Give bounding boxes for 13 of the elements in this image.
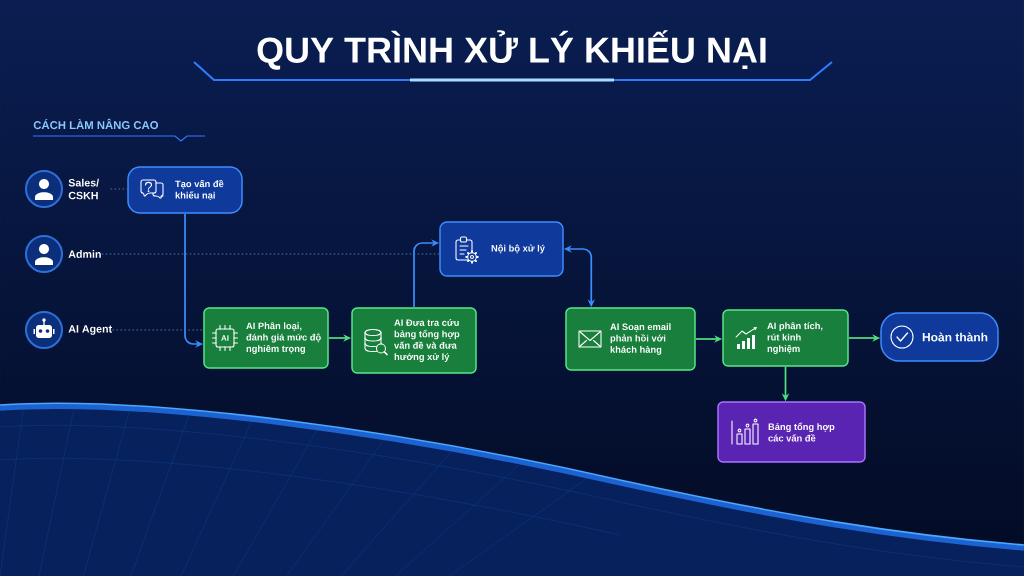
actor-label: Sales/ CSKH (68, 178, 99, 200)
actor-label: Admin (68, 250, 101, 258)
process-box: AI Soạn email phản hồi với khách hàng (565, 307, 696, 371)
process-box: AI Đưa tra cứu bảng tổng hợp vấn đề và đưa hướng xử lý (351, 307, 477, 374)
process-box: Hoàn thành (880, 312, 999, 362)
process-box: Tạo vấn đề khiếu nại (127, 166, 243, 214)
title: QUY TRÌNH XỬ LÝ KHIẾU NẠI (257, 30, 766, 70)
process-box: Bảng tổng hợp các vấn đề (717, 401, 866, 463)
process-box: AI phân tích, rút kinh nghiệm (722, 309, 849, 367)
process-box: Nội bộ xử lý (439, 221, 564, 277)
section-heading: CÁCH LÀM NÂNG CAO (33, 118, 159, 130)
actor-label: AI Agent (68, 325, 112, 335)
dotted-line (111, 329, 204, 331)
